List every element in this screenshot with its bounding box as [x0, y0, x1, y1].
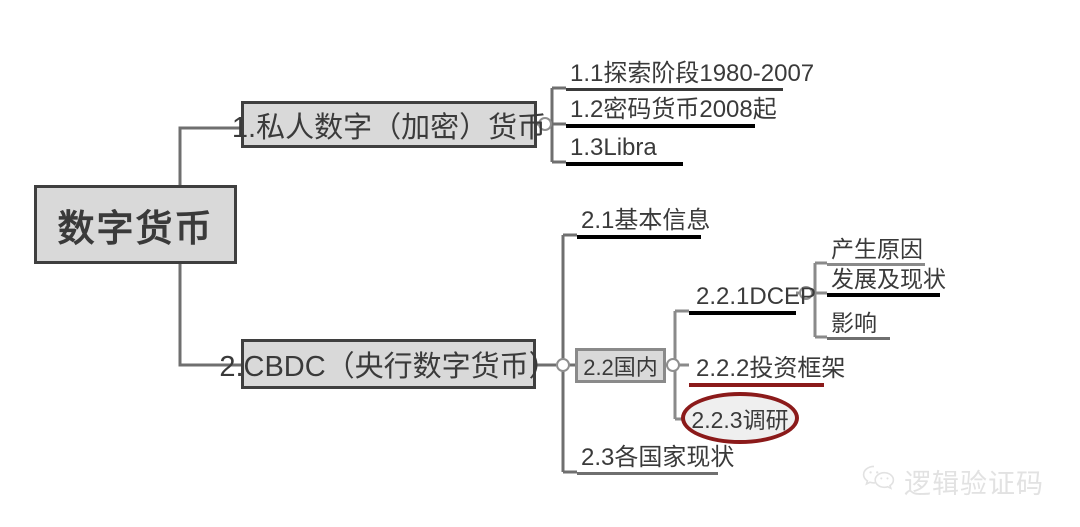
leaf-node-2-3-country-status[interactable]: 2.3各国家现状	[577, 437, 734, 470]
leaf-node-2-2-1-1-cause[interactable]: 产生原因	[827, 229, 923, 261]
leaf-node-2-2-1-dcep[interactable]: 2.2.1DCEP	[692, 276, 816, 309]
branch-node-1-private-digital-currency[interactable]: 1.私人数字（加密）货币	[232, 101, 546, 148]
leaf-node-2-2-1-underline	[689, 311, 796, 315]
leaf-node-1-2-label: 1.2密码货币2008起	[570, 95, 777, 123]
leaf-node-2-2-3-label: 2.2.3调研	[691, 407, 789, 433]
wechat-watermark: 逻辑验证码	[862, 462, 1044, 501]
leaf-node-2-2-1-2-development[interactable]: 发展及现状	[827, 259, 946, 291]
watermark-label: 逻辑验证码	[904, 469, 1044, 499]
leaf-node-2-2-1-1-underline	[827, 263, 925, 266]
leaf-node-2-2-1-2-underline	[827, 293, 940, 297]
leaf-node-2-2-1-2-label: 发展及现状	[831, 265, 946, 292]
leaf-node-1-1-label: 1.1探索阶段1980-2007	[570, 59, 815, 87]
collapse-toggle-node-22	[666, 358, 680, 372]
leaf-node-1-3-underline	[566, 162, 683, 166]
leaf-node-2-1-label: 2.1基本信息	[581, 206, 711, 234]
leaf-node-2-2-2-underline-highlight	[689, 383, 824, 387]
branch-node-2-label: 2.CBDC（央行数字货币）	[219, 351, 558, 383]
leaf-node-2-2-3-research-highlight[interactable]: 2.2.3调研	[681, 392, 799, 444]
leaf-node-2-2-1-1-label: 产生原因	[831, 235, 923, 262]
branch-node-1-label: 1.私人数字（加密）货币	[231, 111, 547, 144]
leaf-node-2-2-1-3-underline	[827, 337, 890, 340]
leaf-node-1-1[interactable]: 1.1探索阶段1980-2007	[566, 53, 814, 86]
leaf-node-2-2-1-3-label: 影响	[831, 309, 877, 336]
collapse-toggle-branch-2	[556, 358, 570, 372]
leaf-node-1-3[interactable]: 1.3Libra	[566, 127, 657, 160]
wechat-icon	[862, 464, 896, 499]
root-node-digital-currency[interactable]: 数字货币	[34, 185, 237, 264]
root-node-label: 数字货币	[57, 207, 214, 249]
leaf-node-2-1-underline	[577, 235, 701, 239]
leaf-node-2-3-underline	[577, 472, 718, 475]
leaf-node-2-2-1-3-impact[interactable]: 影响	[827, 303, 877, 335]
leaf-node-2-2-2-investment-framework[interactable]: 2.2.2投资框架	[692, 348, 845, 381]
leaf-node-1-2-underline	[566, 124, 755, 128]
leaf-node-2-2-1-label: 2.2.1DCEP	[696, 282, 817, 310]
leaf-node-1-3-label: 1.3Libra	[570, 133, 657, 161]
leaf-node-2-1[interactable]: 2.1基本信息	[577, 200, 710, 233]
leaf-node-2-2-2-label: 2.2.2投资框架	[696, 354, 846, 382]
node-2-2-label: 2.2国内	[583, 354, 658, 380]
leaf-node-2-3-label: 2.3各国家现状	[581, 443, 735, 471]
branch-node-2-cbdc[interactable]: 2.CBDC（央行数字货币）	[219, 339, 558, 389]
leaf-node-1-2[interactable]: 1.2密码货币2008起	[566, 89, 777, 122]
leaf-node-1-1-underline	[566, 88, 783, 91]
node-2-2-domestic[interactable]: 2.2国内	[575, 348, 666, 383]
